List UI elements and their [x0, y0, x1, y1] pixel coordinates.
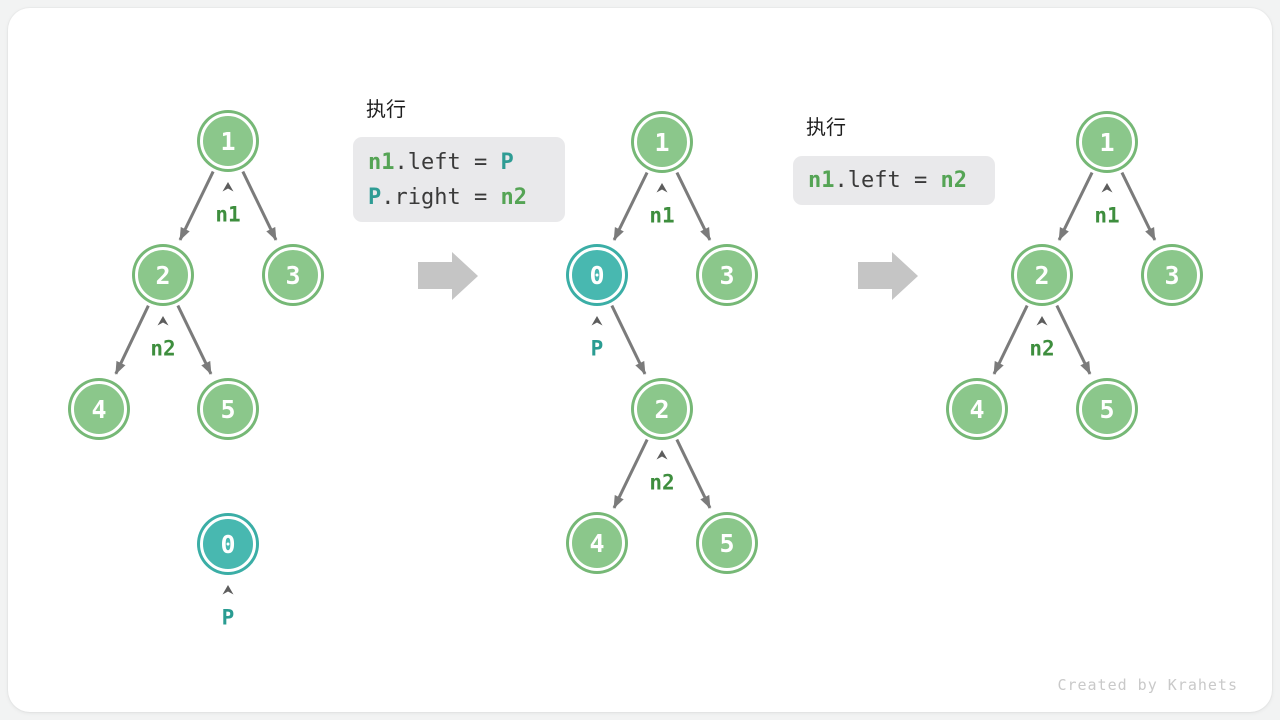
tree-node-1: 1	[634, 114, 690, 170]
node-value: 1	[1099, 127, 1115, 157]
code-line: n1.left = n2	[808, 163, 995, 198]
pointer-label-n1: n1	[1094, 203, 1120, 228]
tree-node-5: 5	[1079, 381, 1135, 437]
code-token: .right =	[381, 184, 501, 210]
node-value: 3	[1164, 260, 1180, 290]
tree-node-2: 2	[1014, 247, 1070, 303]
node-value: 5	[1099, 394, 1115, 424]
tree-node-1: 1	[1079, 114, 1135, 170]
code-token: n1	[808, 168, 835, 193]
pointer-label-P: P	[590, 336, 604, 361]
code-token: n2	[940, 168, 967, 193]
code-token: n2	[500, 184, 527, 210]
node-value: 3	[719, 260, 735, 290]
code-line: P.right = n2	[368, 180, 565, 215]
pointer-label-n1: n1	[649, 203, 675, 228]
pointer-label-n2: n2	[1029, 336, 1055, 361]
pointer-label-P: P	[221, 605, 235, 630]
code-block: n1.left = n2	[793, 156, 995, 205]
node-value: 4	[589, 528, 605, 558]
tree-node-2: 2	[634, 381, 690, 437]
node-value: 2	[1034, 260, 1050, 290]
node-value: 5	[719, 528, 735, 558]
tree-node-3: 3	[1144, 247, 1200, 303]
code-token: n1	[368, 149, 395, 175]
code-token: .left =	[834, 168, 941, 193]
node-value: 1	[220, 126, 236, 156]
node-value: 3	[285, 260, 301, 290]
pointer-label-n1: n1	[215, 202, 241, 227]
tree-node-3: 3	[699, 247, 755, 303]
code-line: n1.left = P	[368, 145, 565, 180]
tree-node-5: 5	[200, 381, 256, 437]
tree-node-4: 4	[569, 515, 625, 571]
code-token: P	[500, 149, 514, 175]
node-value: 2	[155, 260, 171, 290]
tree-node-4: 4	[71, 381, 127, 437]
tree-node-5: 5	[699, 515, 755, 571]
node-value: 2	[654, 394, 670, 424]
pointer-label-n2: n2	[150, 336, 176, 361]
card-background	[8, 8, 1272, 712]
exec-label: 执行	[366, 97, 406, 121]
tree-node-3: 3	[265, 247, 321, 303]
exec-label: 执行	[806, 115, 846, 139]
node-value: 1	[654, 127, 670, 157]
node-value: 4	[91, 394, 107, 424]
tree-node-2: 2	[135, 247, 191, 303]
watermark: Created by Krahets	[1057, 676, 1238, 694]
node-value: 4	[969, 394, 985, 424]
code-token: P	[368, 184, 382, 210]
node-value: 0	[220, 529, 236, 559]
tree-node-0: 0	[569, 247, 625, 303]
tree-node-4: 4	[949, 381, 1005, 437]
tree-node-0: 0	[200, 516, 256, 572]
pointer-label-n2: n2	[649, 470, 675, 495]
tree-node-1: 1	[200, 113, 256, 169]
code-token: .left =	[394, 149, 501, 175]
node-value: 5	[220, 394, 236, 424]
node-value: 0	[589, 260, 605, 290]
